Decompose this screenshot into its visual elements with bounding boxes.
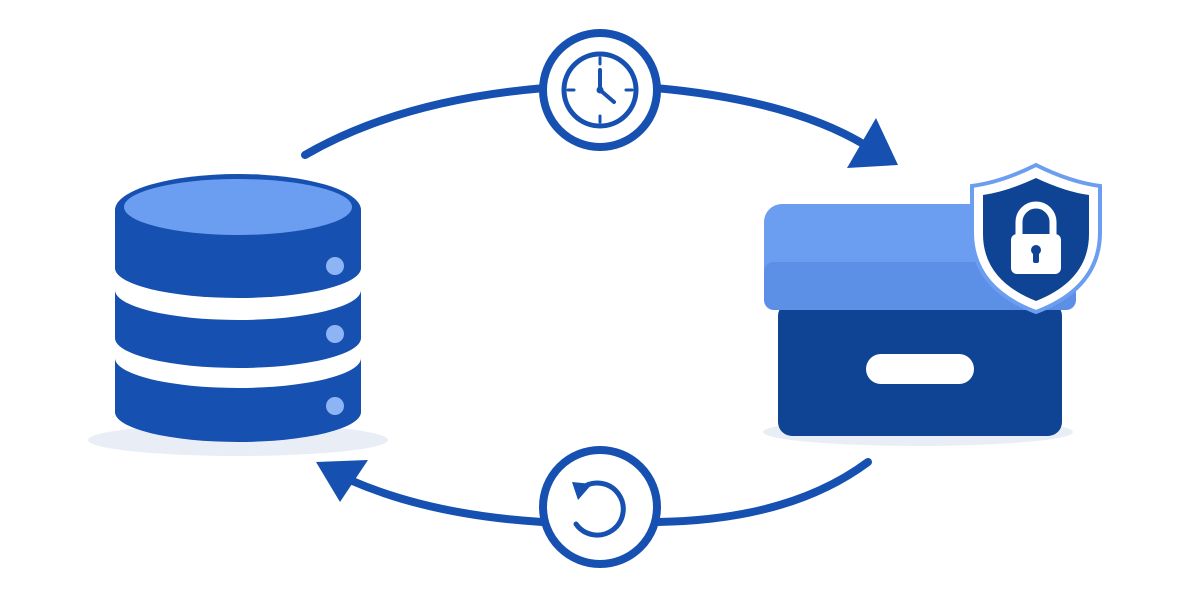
shield-lock-icon <box>970 162 1102 315</box>
restore-icon <box>572 480 626 538</box>
restore-badge <box>539 446 661 568</box>
backup-arrowhead <box>847 118 898 168</box>
restore-arc-right <box>654 458 872 526</box>
lock-icon <box>1011 201 1061 274</box>
restore-arrowhead <box>316 460 368 502</box>
database-light-1 <box>326 257 344 275</box>
clock-badge <box>539 29 661 151</box>
database-icon <box>88 174 388 456</box>
clock-icon <box>561 51 639 129</box>
database-light-3 <box>326 397 344 415</box>
restore-arc <box>316 458 872 526</box>
backup-arc <box>301 84 898 168</box>
backup-arc-left <box>301 84 549 159</box>
restore-arc-left <box>346 476 546 526</box>
backup-arc-right <box>651 84 869 149</box>
database-light-2 <box>326 325 344 343</box>
archive-box-handle <box>866 354 974 384</box>
